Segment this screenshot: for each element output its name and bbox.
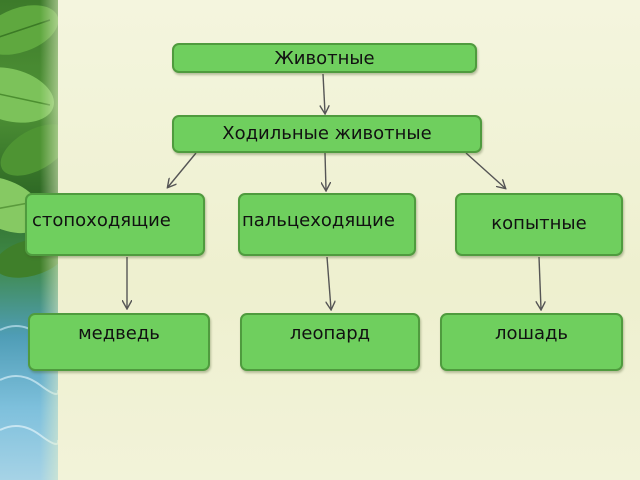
arrow-walking-to-plantigrade: [168, 152, 197, 187]
node-plantigrade: стопоходящие: [25, 193, 205, 256]
node-leopard-label: леопард: [289, 323, 371, 344]
node-walking-animals: Ходильные животные: [172, 115, 482, 153]
node-animals-label: Животные: [274, 48, 375, 69]
node-walking-animals-label: Ходильные животные: [222, 123, 432, 144]
node-plantigrade-label: стопоходящие: [32, 210, 171, 231]
leaf-decoration-icon: [0, 5, 58, 445]
arrow-hoofed-to-horse: [539, 256, 541, 309]
arrow-walking-to-digitigrade: [325, 152, 326, 190]
node-digitigrade: пальцеходящие: [238, 193, 416, 256]
node-animals: Животные: [172, 43, 477, 73]
node-leopard: леопард: [240, 313, 420, 371]
node-bear: медведь: [28, 313, 210, 371]
arrow-animals-to-walking: [323, 73, 325, 113]
node-bear-label: медведь: [78, 323, 160, 344]
arrow-walking-to-hoofed: [465, 152, 505, 188]
node-hoofed-label: копытные: [491, 213, 587, 234]
arrow-digitigrade-to-leopard: [327, 256, 331, 309]
node-horse-label: лошадь: [494, 323, 569, 344]
node-digitigrade-label: пальцеходящие: [242, 210, 395, 231]
node-horse: лошадь: [440, 313, 623, 371]
node-hoofed: копытные: [455, 193, 623, 256]
